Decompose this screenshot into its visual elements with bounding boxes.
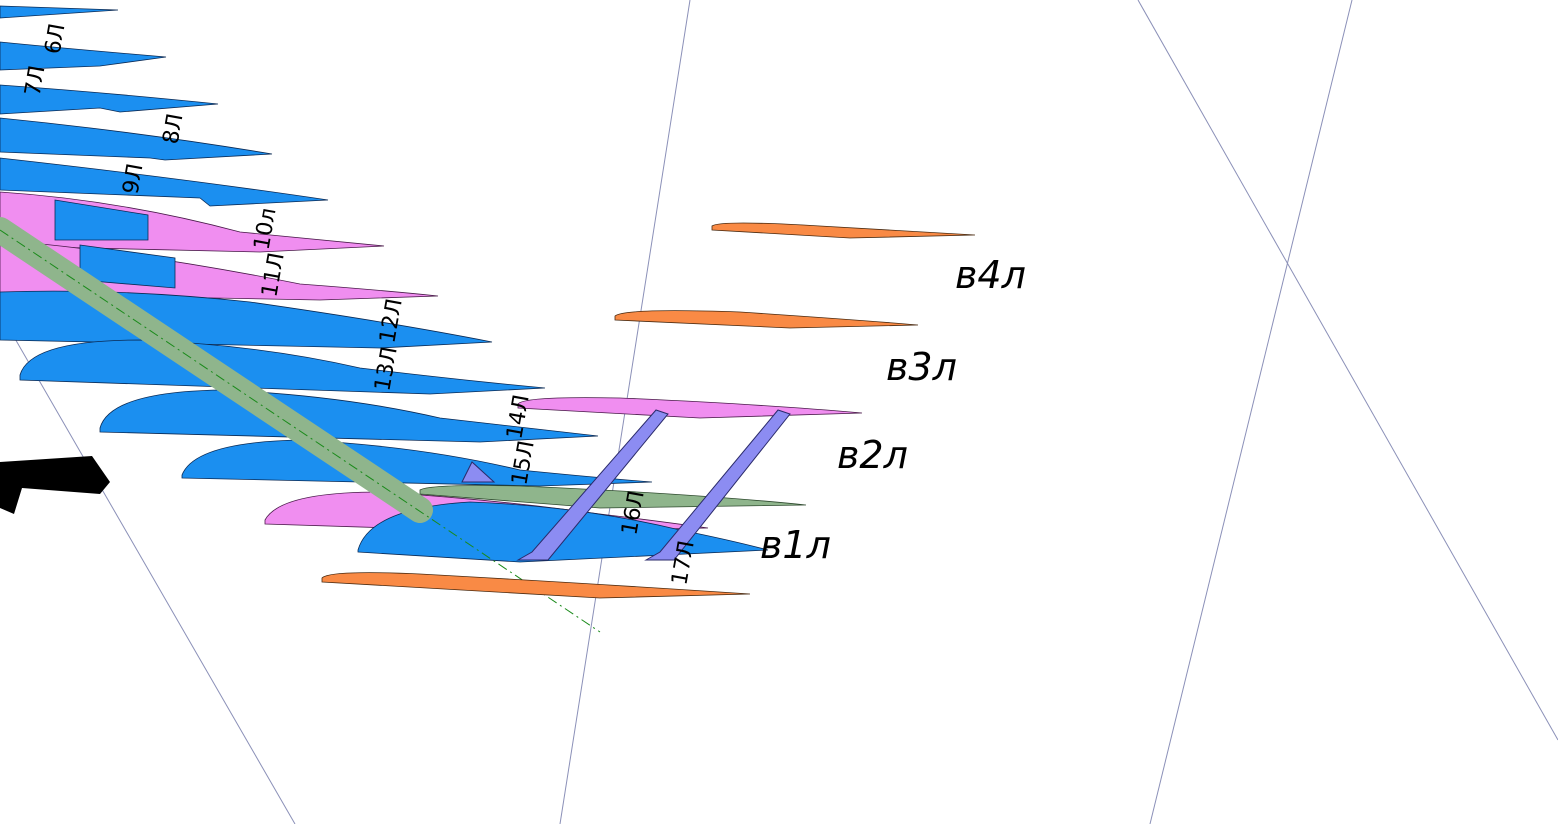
rib-label: 7Л — [21, 64, 51, 98]
rib-label: 9Л — [119, 162, 149, 196]
rib-12 — [0, 290, 493, 349]
bracket-left — [516, 409, 669, 561]
spar-axis — [0, 229, 601, 633]
rib-8 — [0, 84, 219, 115]
bracket-right — [644, 409, 791, 561]
rib-9 — [0, 117, 273, 161]
rib-label: 8Л — [159, 112, 189, 146]
part-v3 — [614, 310, 919, 329]
brackets — [461, 409, 791, 561]
rib-14 — [99, 389, 599, 443]
rib-6 — [0, 5, 119, 19]
bracket-plate — [461, 461, 496, 483]
part-v4 — [711, 222, 976, 239]
pink-ribs — [0, 191, 439, 301]
label-v3: в3л — [886, 345, 957, 389]
rib-13 — [19, 339, 546, 395]
guide-line — [9, 329, 296, 824]
orange-parts — [321, 222, 976, 599]
axis-arrow-icon — [0, 456, 110, 514]
spar-tube — [0, 217, 601, 633]
part-bottom — [321, 572, 751, 599]
guide-line — [1149, 0, 1353, 824]
rib-7 — [0, 41, 167, 71]
upper-ribs — [0, 5, 329, 207]
rib-9-panel — [54, 199, 149, 241]
rib-15 — [181, 439, 653, 487]
rib-label: 6Л — [41, 22, 71, 56]
guide-line — [1137, 0, 1558, 741]
label-v4: в4л — [955, 253, 1026, 297]
label-v2: в2л — [837, 433, 908, 477]
rib-10-blue — [0, 157, 329, 207]
part-v2 — [517, 397, 863, 419]
label-v1: в1л — [760, 523, 831, 567]
